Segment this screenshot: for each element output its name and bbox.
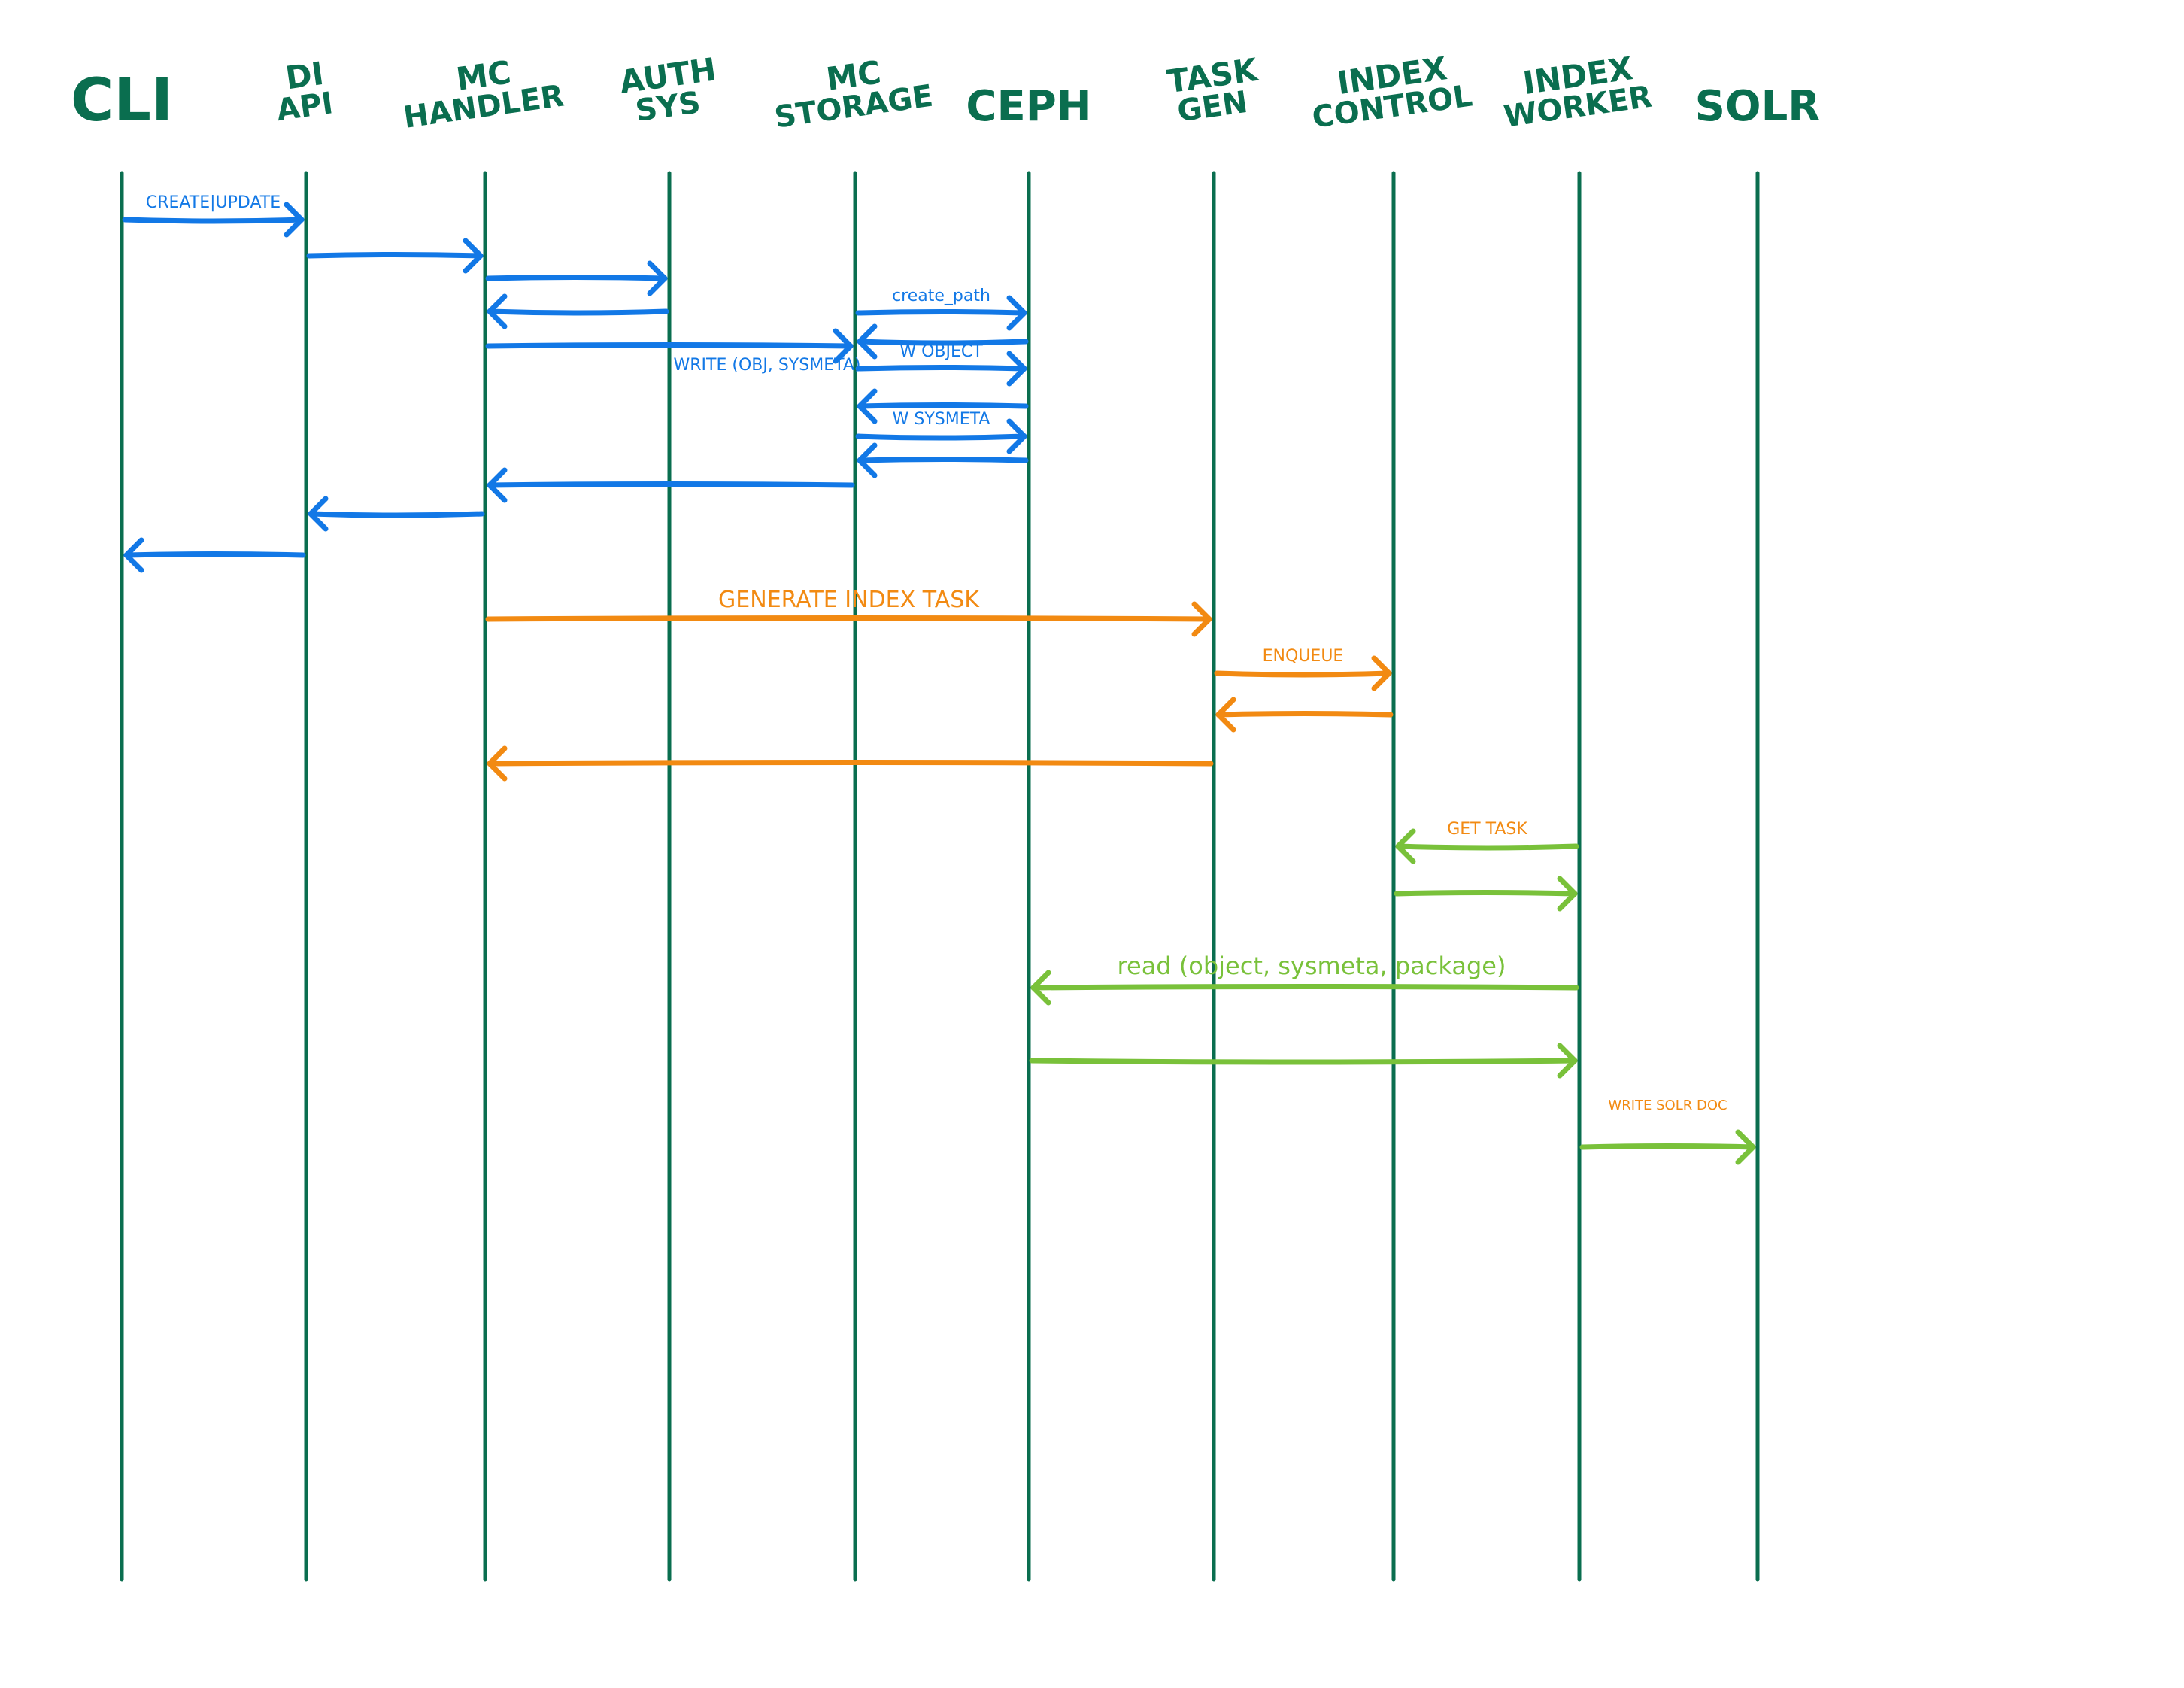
message-2-line [485, 275, 668, 281]
message-15-arrowhead [1371, 655, 1392, 691]
message-13 [123, 537, 306, 573]
message-15-line [1214, 670, 1392, 678]
message-14-label: GENERATE INDEX TASK [718, 587, 980, 613]
message-17-line [487, 760, 1214, 767]
message-6 [857, 323, 1029, 360]
message-22-arrowhead [1735, 1129, 1756, 1165]
message-4: WRITE (OBJ, SYSMETA) [485, 328, 861, 375]
participant-mc-storage-label: MC [824, 53, 884, 98]
message-18-label: GET TASK [1447, 820, 1527, 839]
message-21 [1029, 1043, 1578, 1079]
message-5-arrowhead [1006, 295, 1027, 331]
message-13-line [123, 551, 306, 558]
message-19-line [1394, 890, 1578, 897]
message-1-arrowhead [463, 238, 484, 274]
message-6-arrowhead [857, 323, 878, 360]
message-7: W OBJECT [855, 342, 1027, 387]
message-6-line [857, 339, 1029, 346]
message-11 [487, 467, 855, 503]
participant-di-api-label: DI [284, 55, 326, 97]
message-19-arrowhead [1557, 876, 1578, 912]
message-15: ENQUEUE [1214, 647, 1392, 691]
message-11-line [487, 481, 855, 488]
message-9-line [855, 433, 1027, 441]
message-0-line [122, 217, 305, 224]
message-15-label: ENQUEUE [1263, 647, 1344, 666]
message-9-label: W SYSMETA [893, 410, 990, 429]
lifelines [120, 171, 1760, 1582]
participant-cli-label: CLI [71, 67, 173, 135]
message-10-arrowhead [857, 442, 878, 478]
message-4-label: WRITE (OBJ, SYSMETA) [674, 356, 861, 375]
message-19 [1394, 876, 1578, 912]
message-8-arrowhead [857, 388, 878, 424]
message-5: create_path [855, 287, 1027, 331]
message-12-line [308, 511, 485, 518]
message-3 [487, 293, 669, 329]
message-0-label: CREATE|UPDATE [146, 193, 281, 212]
message-1 [306, 238, 484, 274]
message-3-line [487, 308, 669, 316]
message-13-arrowhead [123, 537, 144, 573]
message-17-arrowhead [487, 745, 508, 782]
message-4-line [485, 342, 854, 349]
message-5-label: create_path [892, 287, 990, 305]
message-0-arrowhead [284, 202, 305, 238]
message-17 [487, 745, 1214, 782]
message-22-line [1579, 1143, 1756, 1150]
message-10 [857, 442, 1029, 478]
message-22: WRITE SOLR DOC [1579, 1098, 1756, 1165]
message-21-arrowhead [1557, 1043, 1578, 1079]
message-8-line [857, 402, 1029, 409]
message-14-arrowhead [1191, 601, 1212, 637]
message-8 [857, 388, 1029, 424]
message-18-arrowhead [1395, 828, 1416, 864]
message-12 [308, 496, 485, 532]
message-11-arrowhead [487, 467, 508, 503]
message-18: GET TASK [1395, 820, 1579, 864]
message-22-label: WRITE SOLR DOC [1608, 1098, 1727, 1113]
message-14-line [485, 615, 1212, 622]
message-2 [485, 260, 668, 296]
message-7-arrowhead [1006, 351, 1027, 387]
message-16-line [1215, 711, 1394, 718]
message-5-line [855, 309, 1027, 316]
message-9: W SYSMETA [855, 410, 1027, 454]
message-20-label: read (object, sysmeta, package) [1118, 952, 1506, 980]
messages: CREATE|UPDATE WRITE (OBJ, SYSMETA) create_… [122, 193, 1756, 1165]
message-16 [1215, 697, 1394, 733]
message-20-line [1030, 984, 1579, 991]
message-16-arrowhead [1215, 697, 1236, 733]
participant-di-api-label-line2: API [275, 86, 335, 128]
message-7-label: W OBJECT [899, 342, 983, 361]
message-10-line [857, 457, 1029, 463]
message-0: CREATE|UPDATE [122, 193, 305, 238]
participant-ceph-label: CEPH [966, 82, 1091, 131]
message-20-arrowhead [1030, 970, 1051, 1006]
participant-mc-handler-label: MC [454, 53, 514, 98]
message-4-arrowhead [833, 328, 854, 364]
message-14: GENERATE INDEX TASK [485, 587, 1212, 637]
message-18-line [1395, 843, 1579, 851]
participant-solr-label: SOLR [1695, 82, 1821, 131]
message-1-line [306, 252, 484, 259]
message-9-arrowhead [1006, 418, 1027, 454]
message-3-arrowhead [487, 293, 508, 329]
message-12-arrowhead [308, 496, 329, 532]
message-21-line [1029, 1058, 1578, 1065]
message-20: read (object, sysmeta, package) [1030, 952, 1579, 1006]
message-2-arrowhead [647, 260, 668, 296]
message-7-line [855, 365, 1027, 372]
